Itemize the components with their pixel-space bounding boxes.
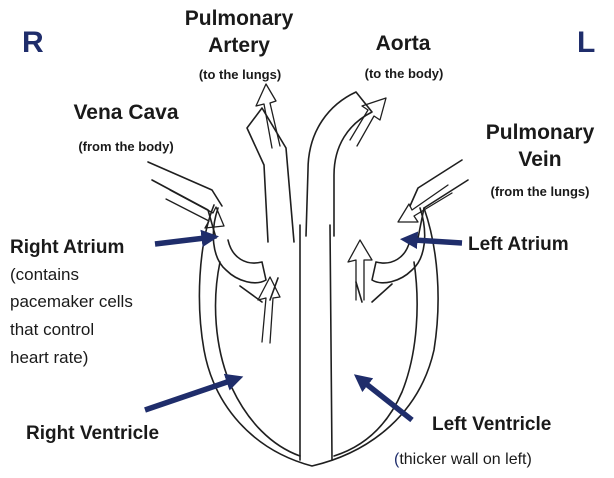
right-ventricle-flow-arrow — [258, 277, 280, 343]
left-ventricle-note-text: thicker wall on left) — [399, 451, 532, 468]
pulmonary-vein-vessel — [410, 160, 468, 238]
heart-outer-wall — [199, 205, 438, 466]
right-atrium-label: Right Atrium — [10, 237, 124, 258]
pulmonary-artery-vessel — [247, 108, 294, 242]
pulmonary-vein-label-line1: Pulmonary — [486, 121, 595, 144]
left-ventricle-label: Left Ventricle — [432, 414, 551, 435]
pulmonary-artery-flow-arrow — [256, 84, 280, 148]
right-ventricle-pointer-arrow — [145, 381, 230, 410]
vena-cava-label: Vena Cava — [73, 101, 178, 124]
right-atrium-note-line1: (contains — [10, 265, 79, 284]
septum — [300, 225, 332, 460]
aorta-flow-arrow — [350, 98, 386, 146]
left-ventricle-pointer-arrow — [365, 383, 412, 420]
left-atrium-label: Left Atrium — [468, 234, 569, 255]
right-atrium-note-line3: that control — [10, 320, 94, 339]
pulmonary-vein-note: (from the lungs) — [491, 184, 590, 199]
left-ventricle-flow-arrow — [348, 240, 372, 300]
right-atrium-note-line4: heart rate) — [10, 348, 88, 367]
aorta-label: Aorta — [376, 32, 431, 55]
vena-cava-vessel — [148, 162, 222, 238]
aorta-vessel — [306, 92, 372, 236]
right-atrium-note-line2: pacemaker cells — [10, 292, 133, 311]
left-atrium-pointer-arrow — [414, 240, 462, 243]
heart-illustration — [148, 84, 468, 466]
vena-cava-note: (from the body) — [78, 139, 173, 154]
mitral-valve — [356, 282, 392, 302]
left-ventricle-inner-wall — [334, 262, 417, 456]
pulmonary-artery-label-line1: Pulmonary — [185, 7, 294, 30]
aorta-note: (to the body) — [365, 66, 444, 81]
right-ventricle-inner-wall — [216, 262, 300, 456]
right-atrium-pointer-arrow — [155, 238, 205, 244]
pulmonary-artery-note: (to the lungs) — [199, 67, 281, 82]
right-side-marker: R — [22, 26, 44, 59]
pulmonary-vein-flow-arrow — [398, 185, 452, 222]
left-ventricle-note: (thicker wall on left) — [394, 451, 532, 468]
right-ventricle-label: Right Ventricle — [26, 423, 159, 444]
pulmonary-vein-label-line2: Vein — [518, 148, 561, 171]
pulmonary-artery-label-line2: Artery — [208, 34, 270, 57]
left-side-marker: L — [577, 26, 595, 59]
